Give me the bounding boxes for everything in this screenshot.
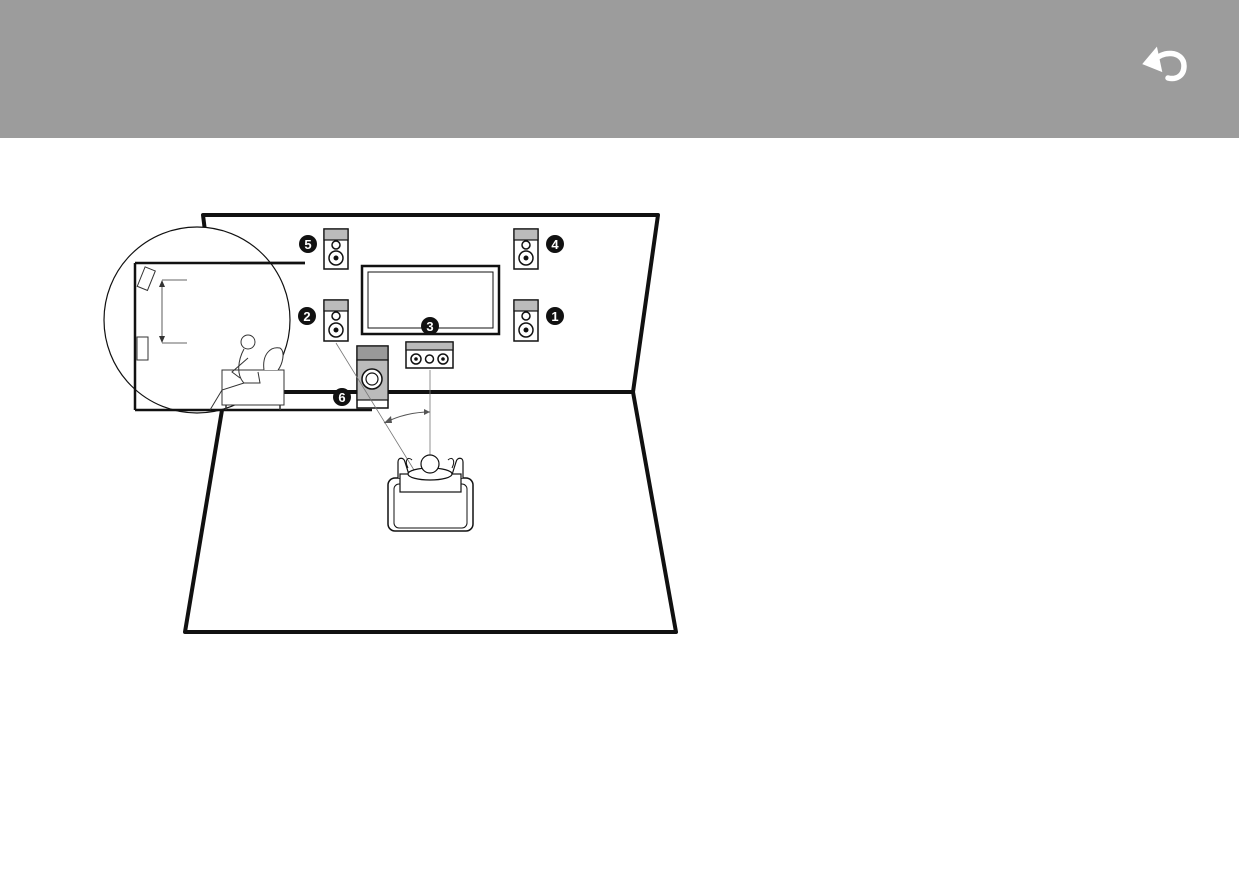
svg-text:4: 4 [551,237,559,252]
speaker-badge-4: 4 [546,235,564,253]
speaker-badge-3: 3 [421,317,439,335]
subwoofer [356,345,389,409]
header-bar [0,0,1239,138]
back-button[interactable] [1140,40,1192,84]
listening-angle [335,342,431,471]
front-right-speaker [513,299,539,342]
svg-text:6: 6 [338,390,345,405]
svg-text:5: 5 [304,237,311,252]
svg-text:2: 2 [303,309,310,324]
tv-screen [360,264,501,336]
sofa-with-listener [387,454,474,532]
svg-text:3: 3 [426,319,433,334]
speaker-badge-5: 5 [299,235,317,253]
svg-text:1: 1 [551,309,558,324]
front-left-speaker [323,299,349,342]
speaker-badge-1: 1 [546,307,564,325]
speaker-badge-2: 2 [298,307,316,325]
back-arrow-icon [1142,46,1187,82]
front-high-right-speaker [513,228,539,270]
front-high-left-speaker [323,228,349,270]
side-view-inset [103,226,372,414]
speaker-badge-6: 6 [333,388,351,406]
center-speaker [405,341,454,369]
